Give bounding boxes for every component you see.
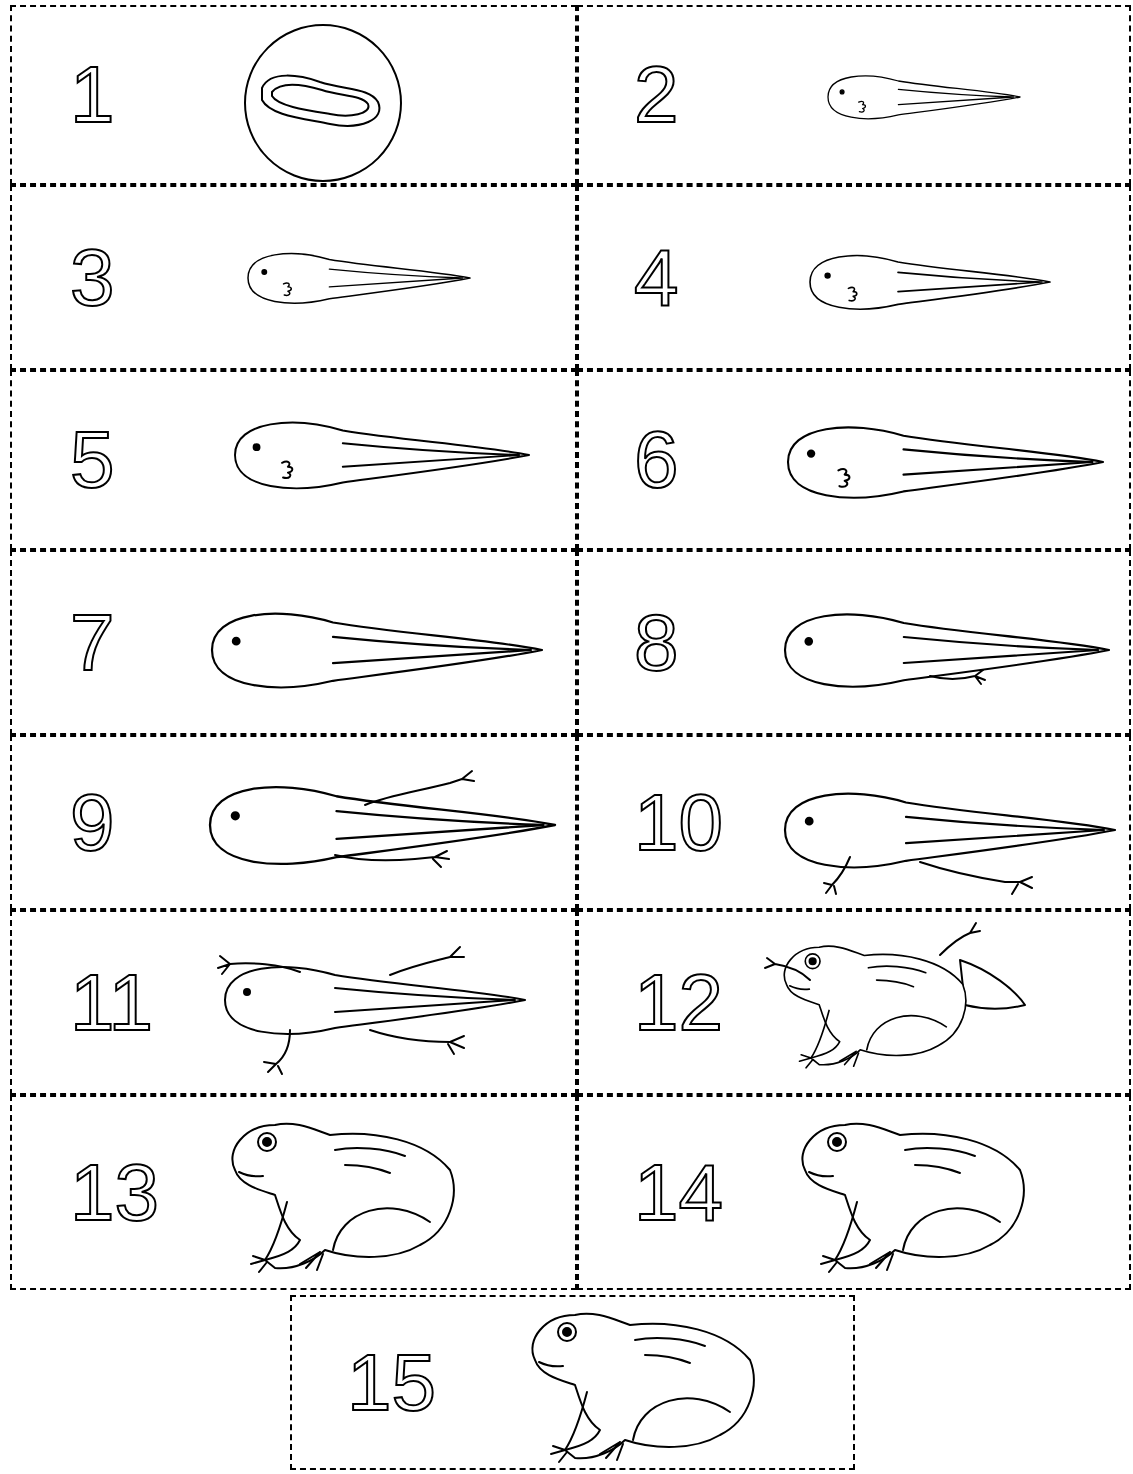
stage-card: 13 xyxy=(10,1095,577,1290)
stage-number: 15 xyxy=(347,1343,436,1423)
stage-card: 9 xyxy=(10,735,577,910)
stage-card: 11 xyxy=(10,910,577,1095)
stage-card: 10 xyxy=(577,735,1131,910)
stage-number: 2 xyxy=(634,55,679,135)
stage-card: 4 xyxy=(577,185,1131,370)
stage-number: 9 xyxy=(70,783,115,863)
stage-card: 8 xyxy=(577,550,1131,735)
stage-card: 5 xyxy=(10,370,577,550)
stage-number: 6 xyxy=(634,420,679,500)
stage-number: 4 xyxy=(634,238,679,318)
stage-card: 1 xyxy=(10,5,577,185)
stage-card: 15 xyxy=(290,1295,855,1470)
stage-number: 13 xyxy=(70,1153,159,1233)
stage-card: 14 xyxy=(577,1095,1131,1290)
stage-number: 1 xyxy=(70,55,115,135)
stage-card: 12 xyxy=(577,910,1131,1095)
stage-card: 2 xyxy=(577,5,1131,185)
stage-number: 8 xyxy=(634,603,679,683)
stage-number: 10 xyxy=(634,783,723,863)
stage-number: 11 xyxy=(70,963,153,1043)
stage-card: 3 xyxy=(10,185,577,370)
stage-number: 3 xyxy=(70,238,115,318)
stage-card: 7 xyxy=(10,550,577,735)
stage-number: 14 xyxy=(634,1153,723,1233)
stage-card: 6 xyxy=(577,370,1131,550)
stage-number: 5 xyxy=(70,420,115,500)
stage-number: 12 xyxy=(634,963,723,1043)
stage-number: 7 xyxy=(70,603,115,683)
